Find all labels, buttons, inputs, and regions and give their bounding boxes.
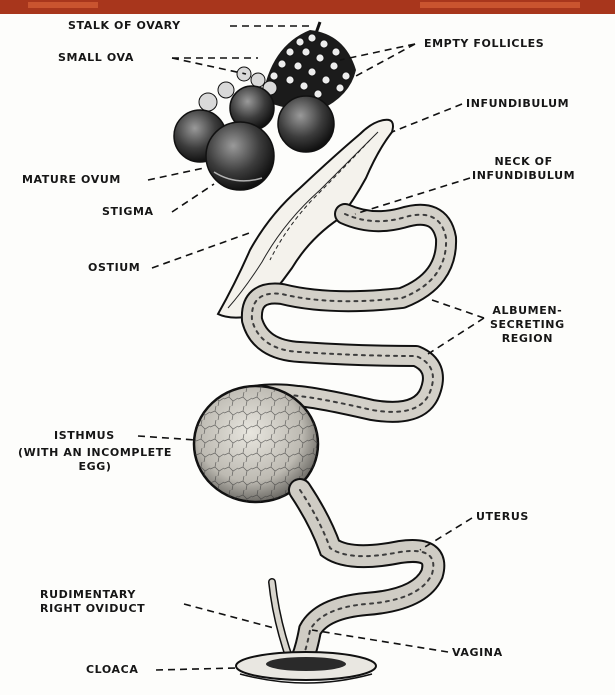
label-ostium: OSTIUM <box>88 261 141 274</box>
leader-isthmus <box>137 435 197 441</box>
leader-rudimentary <box>183 603 275 629</box>
leader-ostium <box>151 231 253 269</box>
label-isthmus: ISTHMUS <box>54 429 115 442</box>
leader-albumen-2 <box>427 317 485 355</box>
top-bar <box>0 0 615 14</box>
top-bar-strip <box>28 2 98 8</box>
leader-neck <box>354 177 471 215</box>
leader-mature-ovum <box>147 167 205 181</box>
label-uterus: UTERUS <box>476 510 529 523</box>
label-mature-ovum: MATURE OVUM <box>22 173 121 186</box>
leader-infundibulum <box>391 103 463 133</box>
top-bar-strip <box>420 2 580 8</box>
label-isthmus-note: (WITH AN INCOMPLETE EGG) <box>18 446 173 473</box>
oviduct-tube <box>235 203 458 423</box>
leader-empty-follicles-1 <box>339 43 416 61</box>
leader-albumen-1 <box>431 299 485 319</box>
leader-cloaca <box>155 667 237 671</box>
label-stalk-of-ovary: STALK OF OVARY <box>68 19 181 32</box>
isthmus-egg <box>192 384 320 504</box>
label-empty-follicles: EMPTY FOLLICLES <box>424 37 545 50</box>
label-cloaca: CLOACA <box>86 663 139 676</box>
leader-small-ova-1 <box>171 57 247 75</box>
label-albumen-secreting-region: ALBUMEN- SECRETING REGION <box>490 304 565 345</box>
label-rudimentary-right-oviduct: RUDIMENTARY RIGHT OVIDUCT <box>40 588 146 615</box>
leader-vagina <box>311 629 449 653</box>
leader-stigma <box>171 183 215 213</box>
ovary <box>173 21 356 191</box>
label-neck-of-infundibulum: NECK OF INFUNDIBULUM <box>472 155 576 182</box>
leader-uterus <box>419 517 473 551</box>
cloaca <box>235 651 377 684</box>
label-small-ova: SMALL OVA <box>58 51 134 64</box>
uterus-tube <box>268 478 446 676</box>
label-infundibulum: INFUNDIBULUM <box>466 97 570 110</box>
label-vagina: VAGINA <box>452 646 503 659</box>
leader-lines <box>137 25 485 671</box>
label-stigma: STIGMA <box>102 205 154 218</box>
leader-empty-follicles-2 <box>355 43 416 77</box>
